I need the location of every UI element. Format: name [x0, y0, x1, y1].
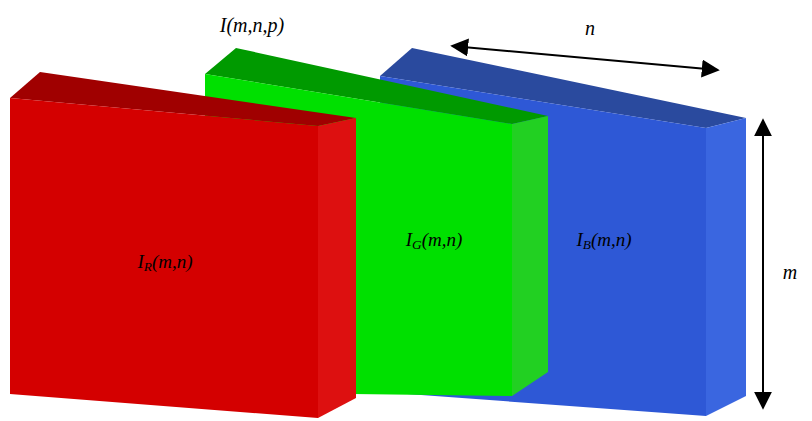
height-arrow [762, 120, 764, 408]
width-arrow [452, 46, 718, 70]
red-channel-slab: IR(m,n) [130, 246, 199, 279]
red-slab [10, 72, 356, 418]
blue-channel-slab: IB(m,n) [569, 224, 638, 257]
green-channel-slab: IG(m,n) [399, 224, 470, 257]
image-label: I(m,n,p) [220, 13, 284, 37]
channel-label: IR(m,n) [137, 251, 192, 274]
dimension-label: n [585, 16, 595, 40]
channel-label: IG(m,n) [406, 229, 463, 252]
dimension-label: m [783, 260, 797, 284]
channel-label: IB(m,n) [576, 229, 631, 252]
